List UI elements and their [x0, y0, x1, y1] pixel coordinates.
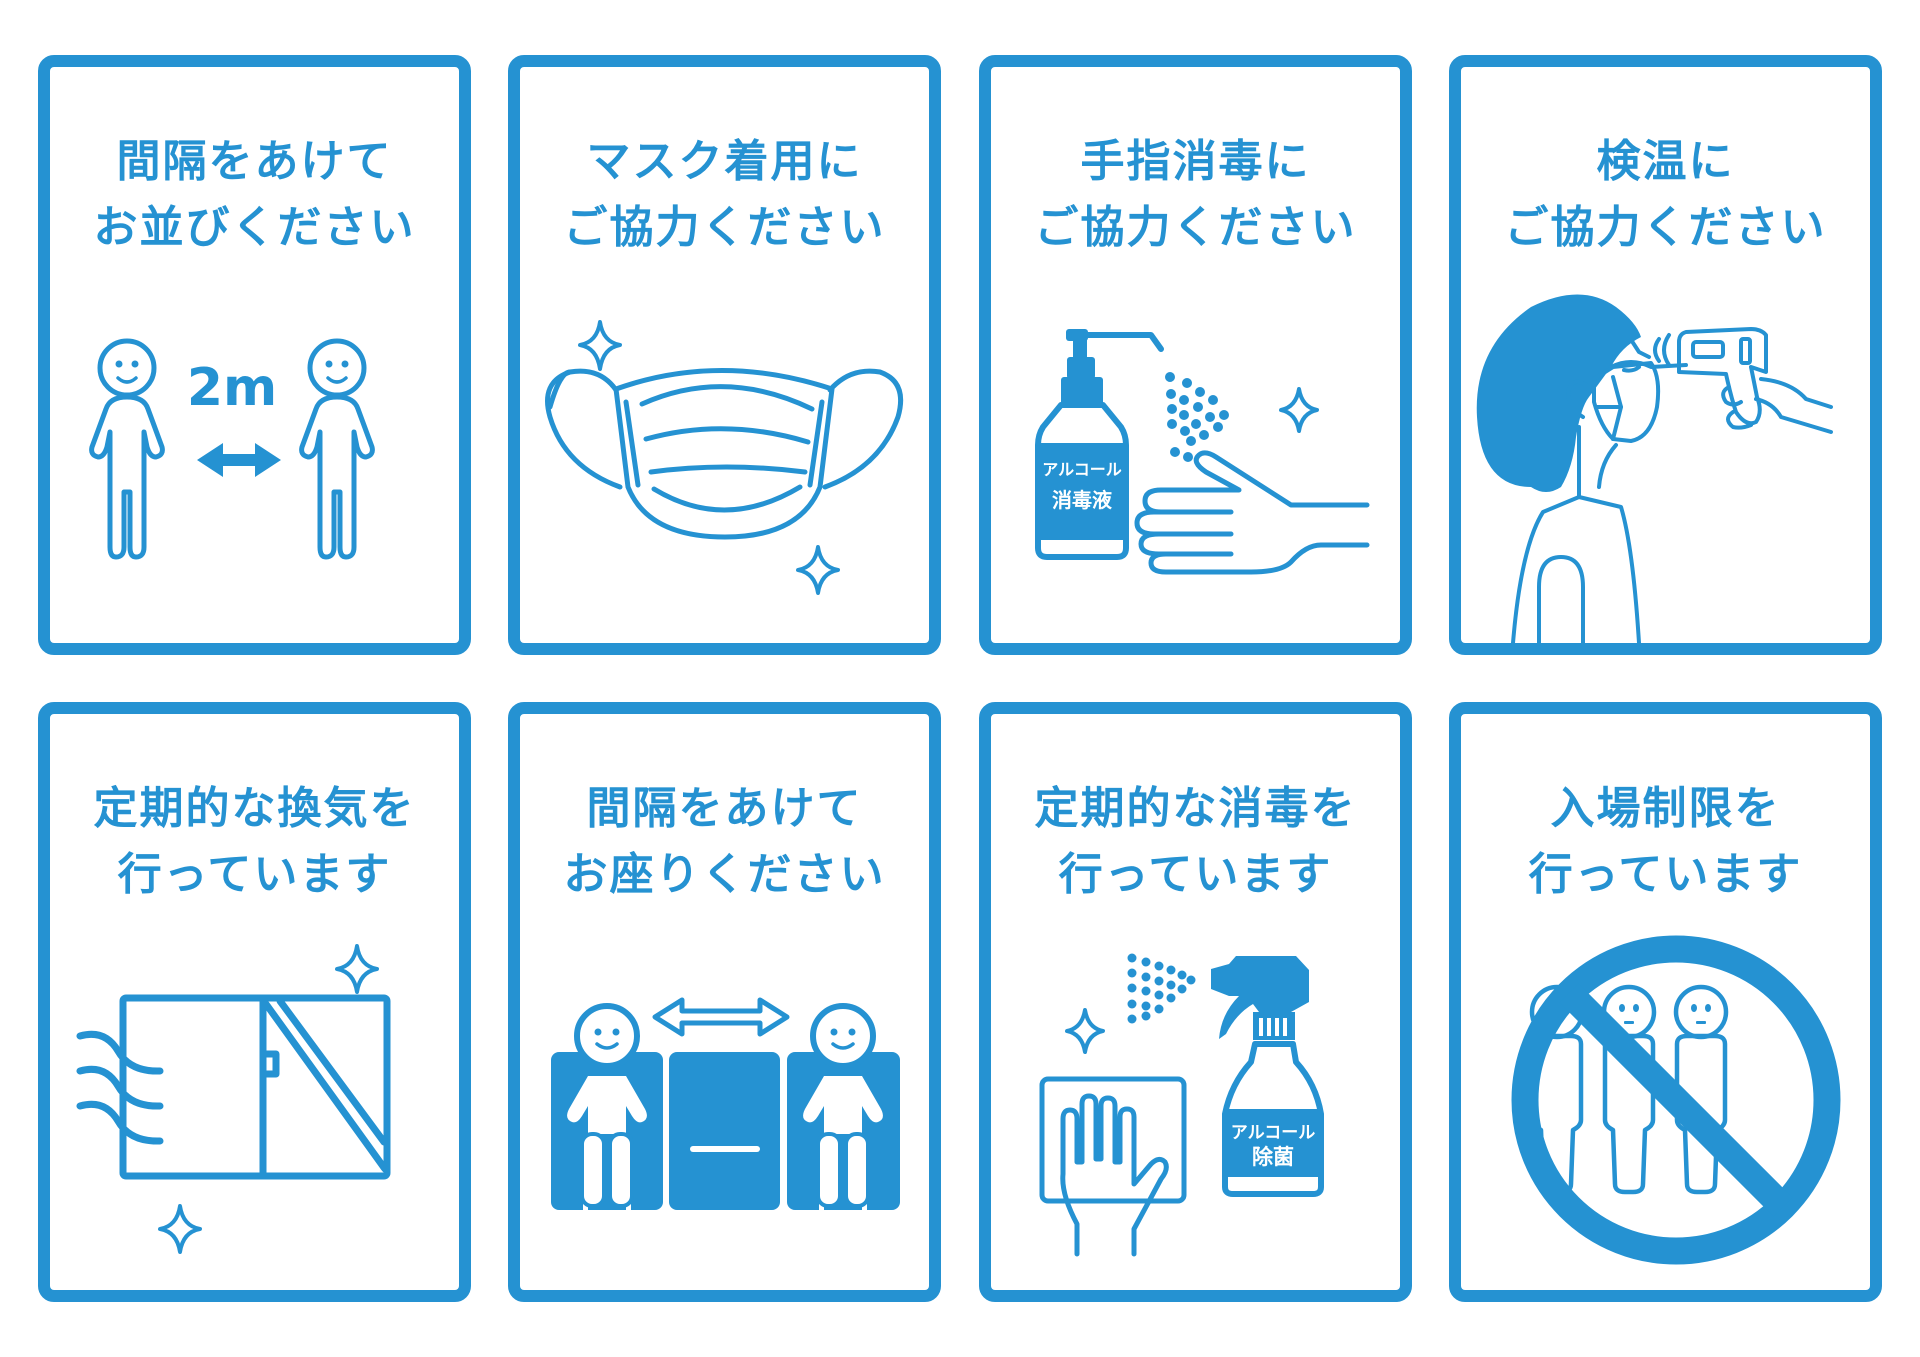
sign-card-ventilation: 定期的な換気を 行っています: [38, 702, 471, 1302]
bottle-label-line-1: アルコール: [1231, 1123, 1316, 1143]
sign-card-seat-spacing: 間隔をあけて お座りください: [508, 702, 941, 1302]
bottle-label-line-2: 除菌: [1252, 1145, 1294, 1169]
spray-bottle-wipe-icon: アルコール 除菌: [1039, 953, 1324, 1257]
sign-title: 検温に ご協力ください: [1461, 129, 1870, 261]
spaced-seating-icon: [551, 997, 900, 1210]
sign-title: 間隔をあけて お並びください: [50, 129, 459, 261]
sign-card-line-up-spacing: 間隔をあけて お並びください 2m: [38, 55, 471, 655]
sign-card-entry-restriction: 入場制限を 行っています: [1449, 702, 1882, 1302]
sign-title-line-2: ご協力ください: [563, 202, 886, 253]
sign-title-line-2: お座りください: [563, 849, 886, 900]
sign-title: 定期的な消毒を 行っています: [991, 776, 1400, 908]
bottle-label-line-1: アルコール: [1042, 460, 1122, 479]
sign-title: マスク着用に ご協力ください: [520, 129, 929, 261]
sign-title-line-2: 行っています: [1058, 849, 1333, 900]
sign-card-regular-disinfection: 定期的な消毒を 行っています アルコール 除菌: [979, 702, 1412, 1302]
sign-title-line-2: お並びください: [93, 202, 416, 253]
sign-title-line-2: ご協力ください: [1504, 202, 1827, 253]
sign-card-hand-sanitizing: 手指消毒に ご協力ください アルコール 消毒液: [979, 55, 1412, 655]
no-crowd-icon: [1511, 935, 1841, 1265]
sanitizer-bottle-hand-icon: アルコール 消毒液: [1035, 329, 1370, 575]
sign-title-line-1: 定期的な換気を: [93, 783, 416, 834]
sign-title-line-1: 検温に: [1596, 136, 1735, 187]
double-arrow-icon: [652, 997, 790, 1037]
prohibition-circle-icon: [1511, 935, 1841, 1265]
sign-title-line-1: 定期的な消毒を: [1034, 783, 1357, 834]
sign-title-line-2: ご協力ください: [1034, 202, 1357, 253]
distance-label: 2m: [187, 358, 277, 418]
bottle-label-line-2: 消毒液: [1052, 488, 1113, 512]
two-people-distance-icon: 2m: [89, 338, 375, 560]
sign-title: 間隔をあけて お座りください: [520, 776, 929, 908]
sign-title-line-1: 手指消毒に: [1080, 136, 1311, 187]
prohibition-slash-icon: [1559, 983, 1793, 1217]
sign-title-line-1: マスク着用に: [586, 136, 863, 187]
open-window-icon: [76, 944, 391, 1254]
thermometer-check-icon: [1476, 294, 1833, 643]
double-arrow-icon: [197, 443, 281, 477]
sign-title-line-1: 間隔をあけて: [116, 136, 393, 187]
sign-card-temperature-check: 検温に ご協力ください: [1449, 55, 1882, 655]
sign-title-line-2: 行っています: [1528, 849, 1803, 900]
sign-title-line-1: 間隔をあけて: [586, 783, 863, 834]
sign-card-wear-mask: マスク着用に ご協力ください: [508, 55, 941, 655]
sign-title: 定期的な換気を 行っています: [50, 776, 459, 908]
sign-title: 手指消毒に ご協力ください: [991, 129, 1400, 261]
sign-title: 入場制限を 行っています: [1461, 776, 1870, 908]
sign-title-line-1: 入場制限を: [1550, 783, 1781, 834]
face-mask-icon: [545, 320, 904, 595]
sign-title-line-2: 行っています: [117, 849, 392, 900]
